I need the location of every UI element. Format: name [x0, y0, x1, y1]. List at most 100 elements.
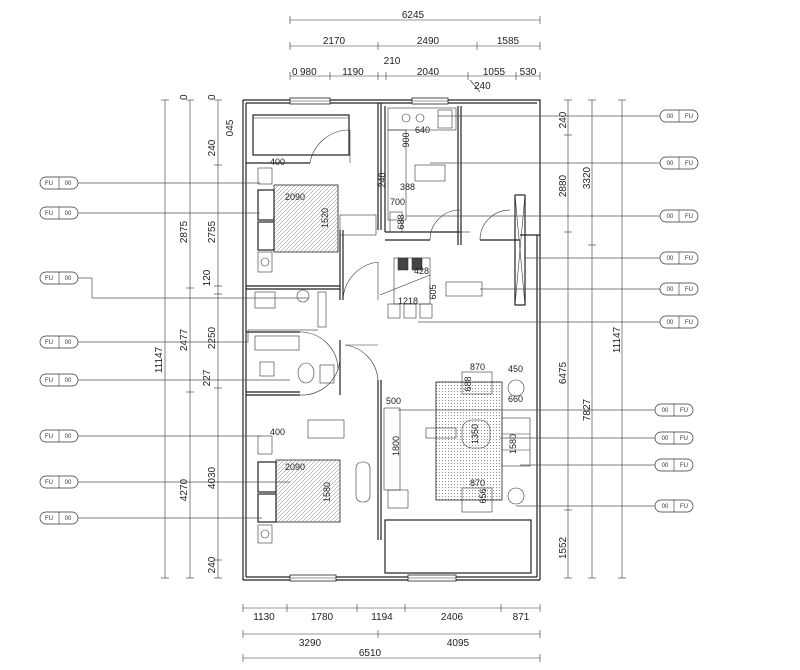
- doors: [299, 129, 511, 396]
- svg-text:FU: FU: [45, 211, 53, 217]
- svg-text:00: 00: [65, 378, 72, 384]
- dim-1800: 1800: [391, 436, 401, 456]
- dim-top-row3-2: 1190: [342, 67, 364, 78]
- svg-text:FU: FU: [685, 114, 693, 120]
- dim-left-outer: 11147: [154, 346, 165, 373]
- svg-text:00: 00: [65, 516, 72, 522]
- dim-top-row2-3: 1585: [497, 36, 520, 47]
- walls: [242, 97, 541, 582]
- dim-left-col3-2250: 2250: [207, 326, 218, 349]
- svg-text:FU: FU: [45, 340, 53, 346]
- svg-text:00: 00: [667, 256, 674, 262]
- right-callouts: 00 FU 00 FU 00 FU 00 FU 00: [398, 109, 699, 513]
- svg-text:FU: FU: [685, 287, 693, 293]
- callout-left-8: FU 00: [39, 511, 79, 525]
- callout-left-1: FU 00: [39, 176, 79, 190]
- dim-1218: 1218: [398, 296, 418, 306]
- callout-left-2: FU 00: [39, 206, 79, 220]
- dim-428: 428: [414, 266, 429, 276]
- callout-right-1: 00 FU: [659, 109, 699, 123]
- dim-bottom-row2-1: 3290: [299, 638, 322, 649]
- bed-bottom: [275, 459, 341, 523]
- dim-870-top: 870: [470, 362, 485, 372]
- callout-right-8: 00 FU: [654, 431, 694, 445]
- dim-top-overall: 6245: [402, 10, 425, 21]
- dim-2090-top: 2090: [285, 192, 305, 202]
- svg-text:FU: FU: [680, 408, 688, 414]
- callout-right-10: 00 FU: [654, 499, 694, 513]
- bottom-bedroom: 400 2090 1580: [257, 419, 371, 544]
- svg-text:FU: FU: [685, 214, 693, 220]
- dim-top-row2-1: 2170: [323, 36, 346, 47]
- svg-text:FU: FU: [685, 320, 693, 326]
- svg-text:00: 00: [667, 114, 674, 120]
- dim-right-outer: 11147: [612, 326, 623, 353]
- callout-right-3: 00 FU: [659, 209, 699, 223]
- callout-left-5: FU 00: [39, 373, 79, 387]
- dim-right-col1-240: 240: [558, 111, 569, 128]
- svg-text:FU: FU: [680, 436, 688, 442]
- svg-text:00: 00: [667, 320, 674, 326]
- callout-right-4: 00 FU: [659, 251, 699, 265]
- dim-400-top: 400: [270, 157, 285, 167]
- dim-388: 388: [400, 182, 415, 192]
- bathroom: [254, 289, 335, 384]
- bottom-dimensions: 1130 1780 1194 2406 871 3290 4095 6510: [242, 604, 541, 662]
- svg-text:FU: FU: [685, 161, 693, 167]
- dim-top-row2-2: 2490: [417, 36, 440, 47]
- svg-text:FU: FU: [685, 256, 693, 262]
- dim-1580-bottom: 1580: [322, 482, 332, 502]
- callout-right-9: 00 FU: [654, 458, 694, 472]
- left-dimensions: 11147 0 2875 2477 4270 0 240 045 2755 12…: [154, 94, 236, 579]
- rug: [435, 381, 503, 501]
- svg-text:00: 00: [65, 340, 72, 346]
- svg-text:00: 00: [65, 211, 72, 217]
- svg-text:FU: FU: [45, 276, 53, 282]
- dim-left-col3-240b: 240: [207, 556, 218, 573]
- dining-area: 428 605 1218: [379, 257, 483, 319]
- svg-text:00: 00: [667, 214, 674, 220]
- dim-bottom-overall: 6510: [359, 648, 382, 659]
- svg-text:FU: FU: [680, 463, 688, 469]
- dim-bottom-row1-1: 1130: [253, 612, 275, 623]
- kitchen: 640 900 388 240 700 688: [377, 107, 457, 233]
- dim-right-col2-3320: 3320: [582, 166, 593, 189]
- sofa: [501, 417, 531, 467]
- room-tag-box: [339, 214, 377, 236]
- dim-top-row3-extra: 240: [474, 81, 491, 92]
- living-room: 870 450 688 500 1800 1350 660 1580 870 6…: [383, 362, 531, 513]
- svg-text:00: 00: [65, 276, 72, 282]
- svg-text:00: 00: [667, 161, 674, 167]
- callout-right-6: 00 FU: [659, 315, 699, 329]
- dim-bottom-row1-5: 871: [513, 612, 530, 623]
- svg-text:00: 00: [65, 181, 72, 187]
- dim-1520-top: 1520: [320, 208, 330, 228]
- svg-text:FU: FU: [680, 504, 688, 510]
- callout-right-5: 00 FU: [659, 282, 699, 296]
- dim-bottom-row2-2: 4095: [447, 638, 470, 649]
- dim-640: 640: [415, 125, 430, 135]
- dim-top-row3-4: 2040: [417, 67, 440, 78]
- svg-text:FU: FU: [45, 516, 53, 522]
- svg-text:00: 00: [662, 463, 669, 469]
- dim-450: 450: [508, 364, 523, 374]
- dim-top-row3-0: 0: [292, 67, 298, 78]
- dim-top-row3-3: 210: [384, 56, 401, 67]
- coffee-table: [461, 419, 491, 449]
- svg-text:00: 00: [65, 434, 72, 440]
- dim-870-bottom: 870: [470, 478, 485, 488]
- dim-left-col3-zero: 0: [207, 94, 218, 100]
- svg-text:00: 00: [667, 287, 674, 293]
- dim-bottom-row1-3: 1194: [371, 612, 393, 623]
- top-dimensions: 6245 2170 2490 1585 0 980 1190 210 2040 …: [289, 10, 541, 93]
- dim-top-row3-6: 530: [520, 67, 537, 78]
- dim-left-col3-2755: 2755: [207, 220, 218, 243]
- svg-text:FU: FU: [45, 434, 53, 440]
- dim-1350: 1350: [470, 424, 480, 444]
- dim-left-col2-zero: 0: [179, 94, 190, 100]
- dim-right-col1-2880: 2880: [558, 174, 569, 197]
- dim-top-row3-1: 980: [300, 67, 317, 78]
- dim-605: 605: [428, 284, 438, 299]
- dim-688-kitchen: 688: [396, 214, 406, 229]
